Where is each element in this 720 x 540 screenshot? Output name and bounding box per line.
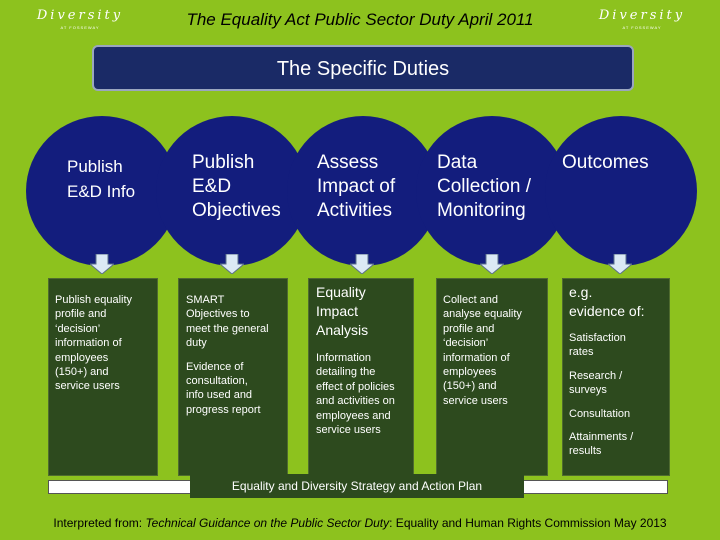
slide-title: The Equality Act Public Sector Duty Apri… [186,10,534,29]
heading-data-collection: Data Collection / Monitoring [437,152,531,221]
detail-text: Publish equality profile and ‘decision’ … [55,294,133,393]
detail-text: SMART Objectives to meet the general dut… [186,294,269,416]
footer-source: Interpreted from: Technical Guidance on … [0,516,720,530]
footer-suffix: : Equality and Human Rights Commission M… [389,516,667,530]
detail-title: e.g. evidence of: [569,284,645,319]
circle-publish-objectives [156,116,308,266]
circle-outcomes [545,116,697,266]
detail-text: Satisfaction rates Research / surveys Co… [569,332,634,458]
down-arrow-icon [90,254,114,274]
circle-publish-info [26,116,178,266]
down-arrow-icon [480,254,504,274]
heading-outcomes: Outcomes [562,152,649,173]
down-arrow-icon [220,254,244,274]
specific-duties-banner: The Specific Duties [92,45,634,91]
footer-prefix: Interpreted from: [53,516,146,530]
heading-publish-objectives: Publish E&D Objectives [192,152,281,221]
detail-box-data-collection: Collect and analyse equality profile and… [436,278,548,476]
logo-word: Diversity [598,8,686,23]
detail-box-outcomes: e.g. evidence of: Satisfaction rates Res… [562,278,670,476]
detail-title: Equality Impact Analysis [316,284,369,338]
diversity-logo-right: Diversity AT FOSSEWAY [598,8,686,30]
detail-box-publish-info: Publish equality profile and ‘decision’ … [48,278,158,476]
down-arrow-icon [608,254,632,274]
circle-data-collection [416,116,568,266]
logo-word: Diversity [36,8,124,23]
footer-source-title: Technical Guidance on the Public Sector … [145,516,390,530]
detail-box-publish-objectives: SMART Objectives to meet the general dut… [178,278,288,476]
down-arrow-icon [350,254,374,274]
diversity-logo-left: Diversity AT FOSSEWAY [36,8,124,30]
strategy-label: Equality and Diversity Strategy and Acti… [190,474,524,498]
detail-box-assess-impact: Equality Impact Analysis Information det… [308,278,414,476]
logo-sub: AT FOSSEWAY [622,25,662,30]
detail-text: Information detailing the effect of poli… [316,352,395,437]
heading-assess-impact: Assess Impact of Activities [317,152,396,221]
detail-text: Collect and analyse equality profile and… [443,294,522,407]
circle-assess-impact [287,116,439,266]
heading-publish-info: Publish E&D Info [67,157,136,201]
logo-sub: AT FOSSEWAY [60,25,100,30]
